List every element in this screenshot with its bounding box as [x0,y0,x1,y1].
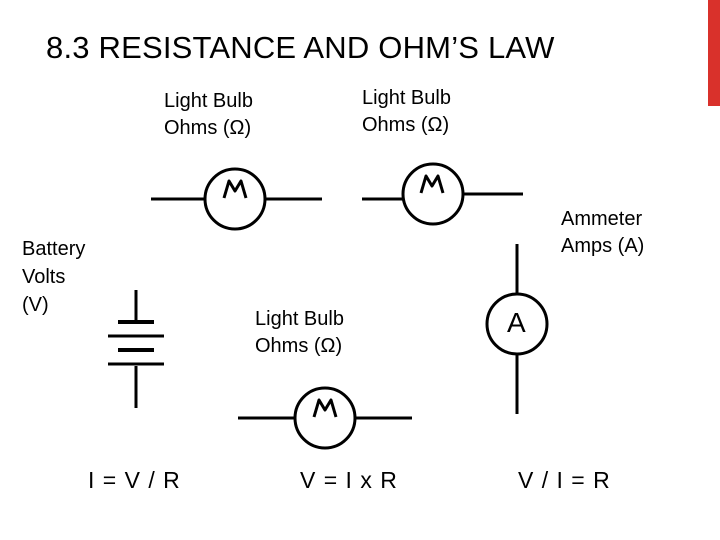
ammeter-label-line2: Amps (A) [561,235,645,257]
bulb-bottom-label-line1: Light Bulb [255,308,344,330]
bulb-bottom-label-line2: Ohms (Ω) [255,335,343,357]
bulb-left-label: Light Bulb Ohms (Ω) [164,88,253,142]
bulb-right-label: Light Bulb Ohms (Ω) [362,85,451,139]
bulb-left-label-line1: Light Bulb [164,90,253,112]
formula-resistance: V / I = R [518,467,611,493]
bulb-bottom-symbol [238,386,412,450]
bulb-bottom-label: Light Bulb Ohms (Ω) [255,306,344,360]
formula-current: I = V / R [88,467,181,493]
battery-label-line1: Battery [22,238,86,260]
formula-voltage: V = I x R [300,467,398,493]
bulb-left-symbol [151,167,322,231]
ammeter-symbol-letter: A [507,307,526,338]
accent-bar [708,0,720,106]
bulb-right-symbol [362,162,523,226]
ammeter-symbol [485,244,549,414]
battery-label-line3: (V) [22,294,49,316]
bulb-right-label-line2: Ohms (Ω) [362,114,450,136]
slide-title: 8.3 RESISTANCE AND OHM’S LAW [46,30,555,65]
bulb-left-label-line2: Ohms (Ω) [164,117,252,139]
battery-symbol [108,290,164,408]
bulb-right-label-line1: Light Bulb [362,87,451,109]
battery-label-line2: Volts [22,266,66,288]
ammeter-label-line1: Ammeter [561,208,643,230]
battery-label: Battery Volts (V) [22,235,85,319]
ammeter-label: Ammeter Amps (A) [561,206,644,260]
